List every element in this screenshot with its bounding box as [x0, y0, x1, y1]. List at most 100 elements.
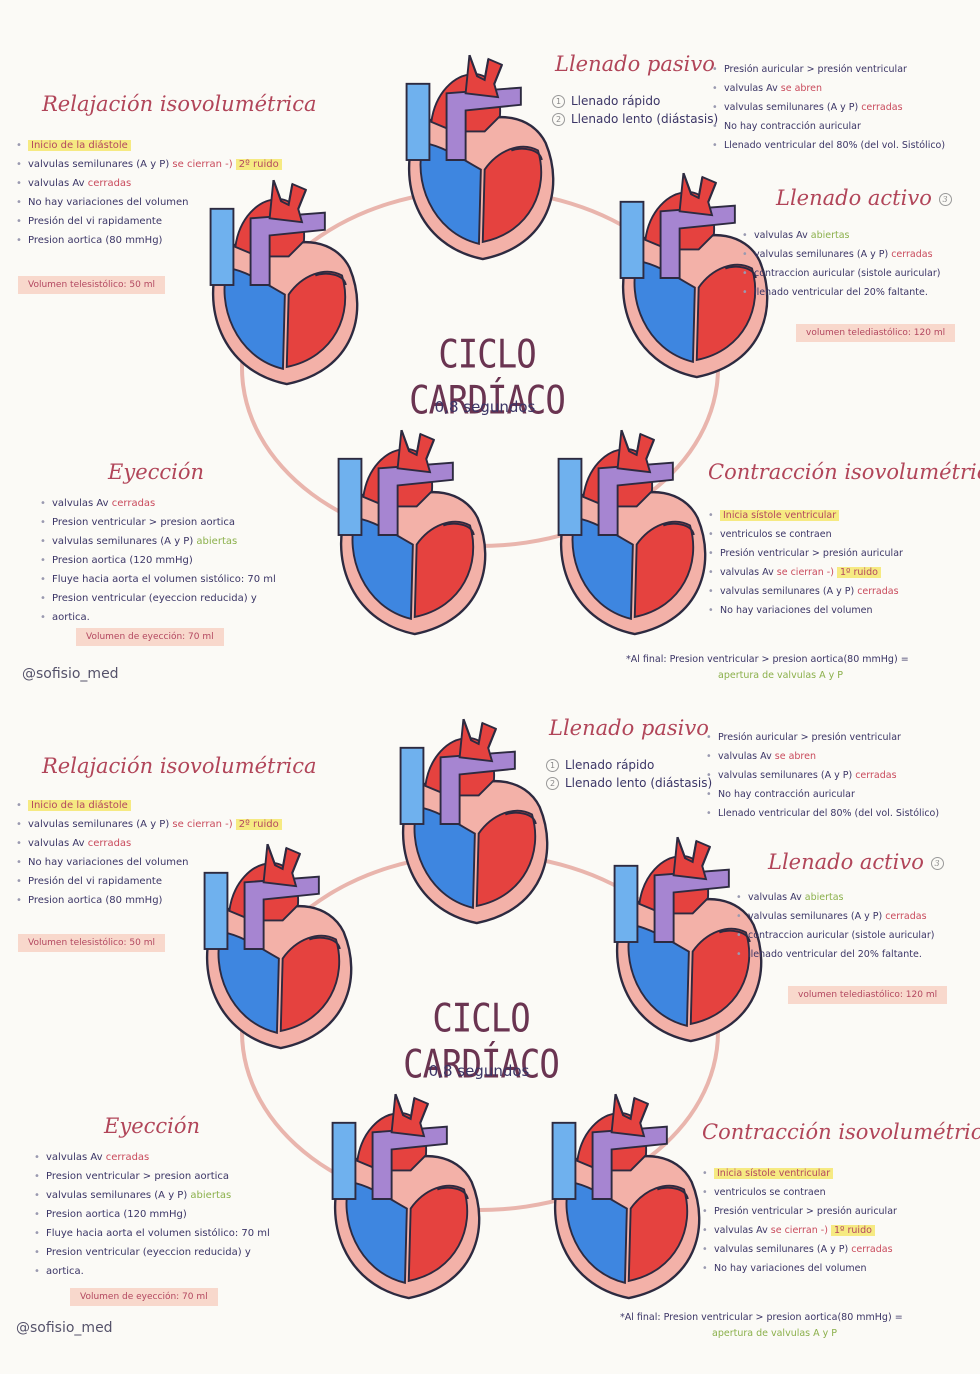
- list-item: valvulas semilunares (A y P) se cierran …: [16, 815, 282, 834]
- list-item: Presión auricular > presión ventricular: [706, 728, 939, 747]
- list-item: Presion ventricular (eyeccion reducida) …: [34, 1243, 270, 1262]
- author-handle: @sofisio_med: [16, 1320, 113, 1336]
- list-item: Presión del vi rapidamente: [16, 212, 282, 231]
- volumen-telediastolico-box: volumen telediastólico: 120 ml: [796, 324, 955, 342]
- list-item: valvulas Av se cierran -) 1º ruido: [708, 563, 903, 582]
- heart-llenado-pasivo: [372, 714, 572, 934]
- list-item: No hay variaciones del volumen: [702, 1259, 897, 1278]
- contraccion-list: Inicia sístole ventricular ventriculos s…: [702, 1164, 897, 1278]
- list-item: valvulas Av cerradas: [16, 174, 282, 193]
- volumen-telediastolico-box: volumen telediastólico: 120 ml: [788, 986, 947, 1004]
- list-item: Presion aortica (120 mmHg): [34, 1205, 270, 1224]
- list-item: valvulas semilunares (A y P) abiertas: [40, 532, 276, 551]
- list-item: Inicia sístole ventricular: [702, 1164, 897, 1183]
- list-item: contraccion auricular (sistole auricular…: [736, 926, 934, 945]
- list-item: Inicia sístole ventricular: [708, 506, 903, 525]
- llenado-pasivo-title: Llenado pasivo: [549, 716, 709, 740]
- list-item: valvulas Av cerradas: [40, 494, 276, 513]
- eyeccion-list: valvulas Av cerradas Presion ventricular…: [40, 494, 276, 627]
- list-item: Presión del vi rapidamente: [16, 872, 282, 891]
- list-item: valvulas semilunares (A y P) cerradas: [712, 98, 945, 117]
- heart-contraccion: [524, 1089, 724, 1309]
- author-handle: @sofisio_med: [22, 666, 119, 682]
- heart-llenado-pasivo: [378, 50, 578, 270]
- relajacion-list: Inicio de la diástole valvulas semilunar…: [16, 136, 282, 250]
- cardiac-cycle-panel-bottom: CICLO CARDÍACO 0,8 segundos Relajación i…: [0, 684, 980, 1346]
- list-item: No hay variaciones del volumen: [16, 853, 282, 872]
- list-item: No hay variaciones del volumen: [16, 193, 282, 212]
- list-item: valvulas semilunares (A y P) cerradas: [702, 1240, 897, 1259]
- list-item: No hay variaciones del volumen: [708, 601, 903, 620]
- eyeccion-title: Eyección: [108, 460, 204, 484]
- list-item: aortica.: [34, 1262, 270, 1281]
- llenado-pasivo-list: Presión auricular > presión ventricular …: [706, 728, 939, 823]
- contraccion-footnote: *Al final: Presion ventricular > presion…: [620, 1310, 903, 1342]
- volumen-eyeccion-box: Volumen de eyección: 70 ml: [70, 1288, 218, 1306]
- heart-eyeccion: [310, 425, 510, 645]
- list-item: Presion aortica (80 mmHg): [16, 231, 282, 250]
- list-item: llenado ventricular del 20% faltante.: [736, 945, 934, 964]
- list-item: valvulas semilunares (A y P) abiertas: [34, 1186, 270, 1205]
- eyeccion-title: Eyección: [104, 1114, 200, 1138]
- list-item: valvulas semilunares (A y P) se cierran …: [16, 155, 282, 174]
- list-item: valvulas Av se abren: [712, 79, 945, 98]
- list-item: Inicio de la diástole: [16, 136, 282, 155]
- footnote-line: *Al final: Presion ventricular > presion…: [626, 652, 909, 668]
- cardiac-cycle-panel-top: CICLO CARDÍACO 0,8 segundos Relajación i…: [0, 20, 980, 682]
- list-item: valvulas Av cerradas: [34, 1148, 270, 1167]
- relajacion-list: Inicio de la diástole valvulas semilunar…: [16, 796, 282, 910]
- list-item: valvulas semilunares (A y P) cerradas: [736, 907, 934, 926]
- list-item: Presión ventricular > presión auricular: [702, 1202, 897, 1221]
- footnote-line: apertura de valvulas A y P: [620, 1326, 903, 1342]
- llenado-pasivo-title: Llenado pasivo: [555, 52, 715, 76]
- list-item: valvulas Av cerradas: [16, 834, 282, 853]
- list-item: Llenado ventricular del 80% (del vol. Si…: [706, 804, 939, 823]
- list-item: Presión ventricular > presión auricular: [708, 544, 903, 563]
- llenado-activo-list: valvulas Av abiertas valvulas semilunare…: [742, 226, 940, 302]
- llenado-activo-title: Llenado activo 3: [776, 186, 958, 210]
- footnote-line: apertura de valvulas A y P: [626, 668, 909, 684]
- volumen-telesistolico-box: Volumen telesistólico: 50 ml: [18, 276, 165, 294]
- heart-contraccion: [530, 425, 730, 645]
- list-item: aortica.: [40, 608, 276, 627]
- list-item: Presión auricular > presión ventricular: [712, 60, 945, 79]
- list-item: ventriculos se contraen: [708, 525, 903, 544]
- list-item: Presion aortica (80 mmHg): [16, 891, 282, 910]
- llenado-activo-list: valvulas Av abiertas valvulas semilunare…: [736, 888, 934, 964]
- contraccion-title: Contracción isovolumétrica: [702, 1120, 980, 1144]
- contraccion-footnote: *Al final: Presion ventricular > presion…: [626, 652, 909, 684]
- list-item: valvulas semilunares (A y P) cerradas: [706, 766, 939, 785]
- list-item: llenado ventricular del 20% faltante.: [742, 283, 940, 302]
- contraccion-title: Contracción isovolumétrica: [708, 460, 980, 484]
- list-item: Presion ventricular > presion aortica: [40, 513, 276, 532]
- center-subtitle: 0,8 segundos: [404, 1062, 554, 1080]
- list-item: No hay contracción auricular: [706, 785, 939, 804]
- eyeccion-list: valvulas Av cerradas Presion ventricular…: [34, 1148, 270, 1281]
- list-item: valvulas semilunares (A y P) cerradas: [742, 245, 940, 264]
- heart-eyeccion: [304, 1089, 504, 1309]
- contraccion-list: Inicia sístole ventricular ventriculos s…: [708, 506, 903, 620]
- relajacion-title: Relajación isovolumétrica: [42, 754, 317, 778]
- list-item: Inicio de la diástole: [16, 796, 282, 815]
- list-item: Llenado ventricular del 80% (del vol. Si…: [712, 136, 945, 155]
- list-item: No hay contracción auricular: [712, 117, 945, 136]
- center-subtitle: 0,8 segundos: [410, 398, 560, 416]
- list-item: valvulas Av se cierran -) 1º ruido: [702, 1221, 897, 1240]
- list-item: Fluye hacia aorta el volumen sistólico: …: [40, 570, 276, 589]
- list-item: valvulas semilunares (A y P) cerradas: [708, 582, 903, 601]
- list-item: ventriculos se contraen: [702, 1183, 897, 1202]
- footnote-line: *Al final: Presion ventricular > presion…: [620, 1310, 903, 1326]
- list-item: Presion aortica (120 mmHg): [40, 551, 276, 570]
- list-item: valvulas Av abiertas: [742, 226, 940, 245]
- list-item: Presion ventricular (eyeccion reducida) …: [40, 589, 276, 608]
- list-item: contraccion auricular (sistole auricular…: [742, 264, 940, 283]
- list-item: Fluye hacia aorta el volumen sistólico: …: [34, 1224, 270, 1243]
- llenado-pasivo-list: Presión auricular > presión ventricular …: [712, 60, 945, 155]
- list-item: valvulas Av abiertas: [736, 888, 934, 907]
